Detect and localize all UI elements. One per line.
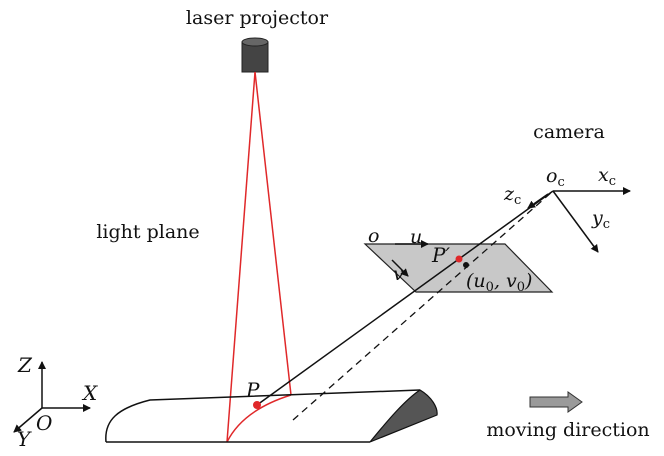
point-p-label: P xyxy=(245,378,260,402)
moving-direction-arrow-icon xyxy=(529,391,583,413)
camera-y-label: yc xyxy=(591,207,610,232)
camera-label: camera xyxy=(533,121,605,143)
world-x-label: X xyxy=(81,381,98,405)
light-plane-beams xyxy=(226,71,292,443)
camera-x-label: xc xyxy=(598,164,616,189)
image-u-label: u xyxy=(410,226,422,248)
image-origin-label: o xyxy=(368,225,379,247)
camera-y-axis xyxy=(552,190,599,253)
optical-axis xyxy=(292,190,554,421)
camera-origin-label: oc xyxy=(546,165,565,190)
image-v-label: v xyxy=(393,263,404,285)
world-origin-label: O xyxy=(36,411,52,435)
image-point-p-prime xyxy=(455,255,463,263)
world-y-axis xyxy=(13,407,43,433)
laser-projector-label: laser projector xyxy=(186,7,329,29)
world-y-label: Y xyxy=(17,427,32,451)
camera-z-axis xyxy=(527,193,549,209)
moving-direction-label: moving direction xyxy=(486,419,649,441)
image-v-axis xyxy=(391,259,409,277)
workpiece-surface xyxy=(105,389,438,443)
surface-point-p xyxy=(253,401,261,409)
principal-point-marker xyxy=(463,262,469,268)
camera-z-label: zc xyxy=(503,183,521,208)
world-z-label: Z xyxy=(17,353,33,377)
projection-ray xyxy=(256,190,554,406)
point-p-prime-label: P′ xyxy=(431,243,450,267)
light-plane-label: light plane xyxy=(96,221,199,243)
laser-projector-icon xyxy=(241,37,269,73)
image-plane xyxy=(363,243,554,293)
principal-point-label: (u0, v0) xyxy=(466,270,532,295)
